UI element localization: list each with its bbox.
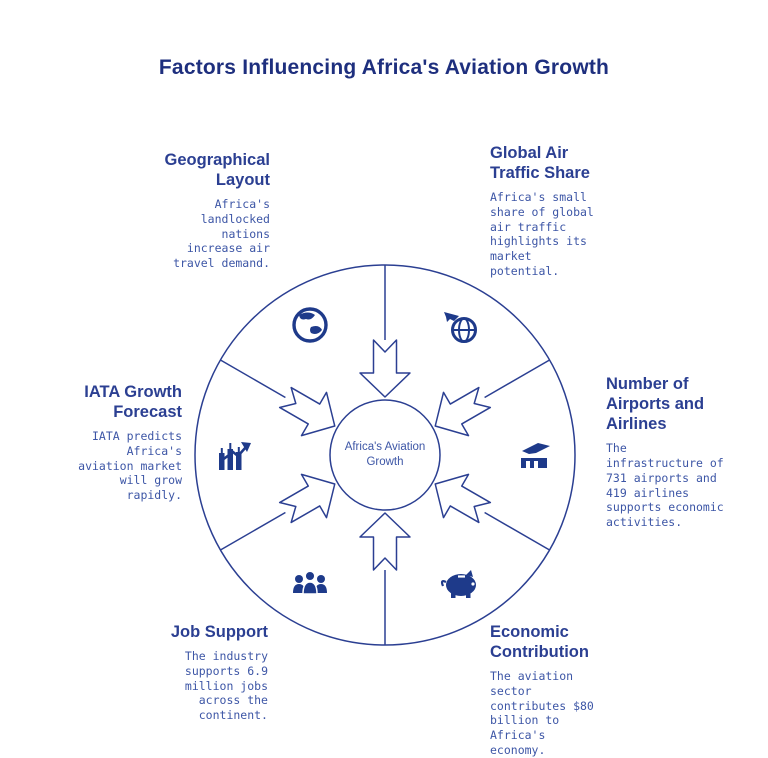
inward-arrow-icon [359, 339, 411, 398]
inward-arrow-icon [278, 473, 336, 524]
center-circle [329, 399, 441, 511]
growth-chart-icon [219, 442, 251, 470]
spoke-lower-right [434, 473, 550, 551]
factor-description: The aviation sector contributes $80 bill… [490, 669, 594, 757]
page-title: Factors Influencing Africa's Aviation Gr… [158, 56, 610, 80]
factor-title: Economic Contribution [490, 623, 589, 662]
factor-iata-growth-forecast: IATA Growth Forecast IATA predicts Afric… [42, 382, 182, 503]
spoke-top [359, 265, 411, 398]
factor-airports-and-airlines: Number of Airports and Airlines The infr… [606, 374, 746, 530]
factor-title: Job Support [170, 623, 268, 641]
inward-arrow-icon [434, 386, 492, 437]
spoke-lower-left [220, 473, 336, 551]
spoke-upper-right [434, 359, 550, 437]
factor-description: Africa's landlocked nations increase air… [173, 197, 270, 271]
factor-title: Number of Airports and Airlines [606, 375, 705, 434]
globe-icon [292, 307, 328, 343]
factor-title: Global Air Traffic Share [490, 144, 590, 183]
piggy-bank-icon [440, 570, 476, 598]
factor-job-support: Job Support The industry supports 6.9 mi… [128, 622, 268, 723]
wheel-diagram [194, 264, 576, 646]
inward-arrow-icon [278, 386, 336, 437]
spoke-upper-left [220, 359, 336, 437]
factor-geographical-layout: Geographical Layout Africa's landlocked … [130, 150, 270, 271]
globe-plane-icon [444, 312, 477, 343]
spoke-bottom [359, 512, 411, 645]
factor-description: Africa's small share of global air traff… [490, 190, 594, 278]
factor-description: The industry supports 6.9 million jobs a… [184, 649, 268, 722]
people-icon [293, 570, 327, 595]
factor-title: IATA Growth Forecast [84, 383, 182, 422]
factor-title: Geographical Layout [164, 151, 270, 190]
center-label: Africa's Aviation Growth [344, 441, 426, 468]
inward-arrow-icon [359, 512, 411, 571]
factor-description: The infrastructure of 731 airports and 4… [606, 441, 724, 529]
factor-economic-contribution: Economic Contribution The aviation secto… [490, 622, 620, 758]
airport-plane-icon [521, 443, 550, 468]
inward-arrow-icon [434, 473, 492, 524]
factor-description: IATA predicts Africa's aviation market w… [78, 429, 182, 503]
factor-global-air-traffic-share: Global Air Traffic Share Africa's small … [490, 143, 615, 279]
